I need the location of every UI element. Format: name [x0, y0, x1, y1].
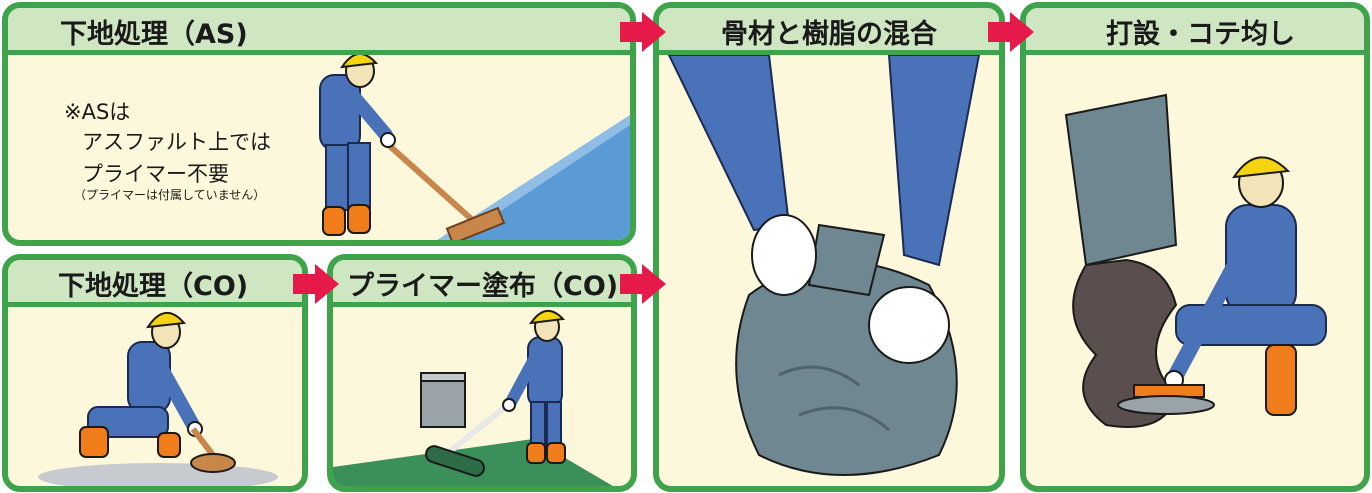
note-line-1: ※ASは [64, 100, 131, 124]
note-line-3: プライマー不要 [82, 162, 229, 186]
worker-brushing-asphalt-illustration [319, 55, 630, 240]
step-panel-troweling: 打設・コテ均し [1020, 2, 1370, 492]
step-header: 下地処理（AS) [8, 8, 630, 55]
step-header: プライマー塗布（CO) [333, 260, 631, 307]
step-header: 打設・コテ均し [1026, 8, 1364, 55]
step-header: 下地処理（CO) [8, 260, 302, 307]
step-header: 骨材と樹脂の混合 [659, 8, 999, 55]
worker-pouring-and-troweling-illustration [1064, 93, 1327, 428]
step-title: 骨材と樹脂の混合 [721, 19, 937, 50]
step-panel-co-primer: プライマー塗布（CO) [327, 254, 637, 492]
hands-mixing-bag-illustration [667, 55, 981, 476]
step-title: 下地処理（AS) [60, 19, 248, 50]
worker-grinding-concrete-illustration [38, 312, 278, 486]
step-panel-co-prep: 下地処理（CO) [2, 254, 308, 492]
step-title: 打設・コテ均し [1106, 19, 1295, 50]
note-line-4: （プライマーは付属していません） [74, 188, 266, 202]
note-line-2: アスファルト上では [82, 130, 271, 154]
arrow-right-icon [620, 12, 666, 52]
arrow-right-icon [620, 264, 666, 304]
step-title: プライマー塗布（CO) [347, 271, 619, 302]
worker-rolling-primer-illustration [333, 310, 613, 486]
step-title: 下地処理（CO) [58, 271, 249, 302]
step-panel-mixing: 骨材と樹脂の混合 [653, 2, 1005, 492]
arrow-right-icon [293, 264, 339, 304]
arrow-right-icon [988, 12, 1034, 52]
step-panel-as-prep: 下地処理（AS) ※ASは アスファルト上では プライマー不要 （プライマーは付… [2, 2, 636, 246]
